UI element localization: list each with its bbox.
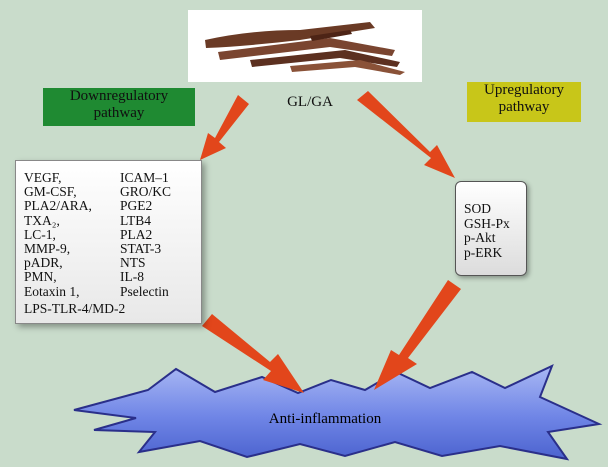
arrow-up-to-outcome bbox=[374, 280, 461, 390]
factor-item: Eotaxin 1, bbox=[24, 283, 80, 299]
factor-item: GM-CSF, bbox=[24, 184, 77, 200]
upregulated-factors-box: SOD GSH-Px p-Akt p-ERK bbox=[455, 181, 527, 276]
upregulated-column: SOD GSH-Px p-Akt p-ERK bbox=[464, 201, 510, 260]
factor-item: LTB4 bbox=[120, 212, 152, 228]
downregulatory-pathway-tag: Downregulatory pathway bbox=[43, 88, 195, 126]
downregulated-column-2: ICAM–1 GRO/KC PGE2 LTB4 PLA2 STAT-3 NTS … bbox=[120, 170, 172, 299]
upregulatory-pathway-tag: Upregulatory pathway bbox=[467, 82, 581, 122]
licorice-root-image bbox=[188, 10, 422, 82]
upregulatory-tag-line1: Upregulatory bbox=[484, 82, 564, 98]
upregulatory-tag-line2: pathway bbox=[498, 99, 550, 115]
outcome-label: Anti-inflammation bbox=[268, 411, 382, 427]
factor-item: LC-1, bbox=[24, 226, 56, 242]
arrow-down-to-outcome bbox=[202, 314, 304, 393]
arrow-to-upregulatory bbox=[357, 91, 455, 178]
factor-item: p-Akt bbox=[464, 230, 496, 245]
factor-item: ICAM–1 bbox=[120, 170, 169, 185]
factor-item: GRO/KC bbox=[120, 184, 172, 200]
factor-item: PMN, bbox=[24, 269, 57, 285]
factor-item: SOD bbox=[464, 201, 492, 216]
anti-inflammation-burst bbox=[73, 364, 603, 461]
downregulatory-tag-line1: Downregulatory bbox=[69, 88, 169, 104]
factor-item: IL-8 bbox=[120, 269, 144, 285]
factor-item: NTS bbox=[120, 255, 146, 271]
downregulatory-tag-line2: pathway bbox=[93, 105, 145, 121]
factor-item: PGE2 bbox=[120, 198, 153, 214]
downregulated-column-1: VEGF, GM-CSF, PLA2/ARA, TXA₂, LC-1, MMP-… bbox=[24, 170, 92, 299]
factor-item: VEGF, bbox=[24, 170, 62, 185]
factor-item: PLA2 bbox=[120, 226, 153, 242]
factor-item: p-ERK bbox=[464, 244, 503, 260]
arrow-to-downregulatory bbox=[200, 95, 249, 160]
downregulated-factors-box: VEGF, GM-CSF, PLA2/ARA, TXA₂, LC-1, MMP-… bbox=[15, 160, 202, 324]
factor-item: STAT-3 bbox=[120, 241, 162, 257]
factor-item: Pselectin bbox=[120, 283, 169, 299]
factor-item: TXA₂, bbox=[24, 212, 60, 228]
compound-label: GL/GA bbox=[287, 94, 333, 110]
factor-item: PLA2/ARA, bbox=[24, 198, 92, 214]
receptor-complex-label: LPS-TLR-4/MD-2 bbox=[24, 301, 126, 316]
factor-item: GSH-Px bbox=[464, 215, 510, 231]
factor-item: pADR, bbox=[24, 255, 63, 271]
factor-item: MMP-9, bbox=[24, 241, 71, 257]
